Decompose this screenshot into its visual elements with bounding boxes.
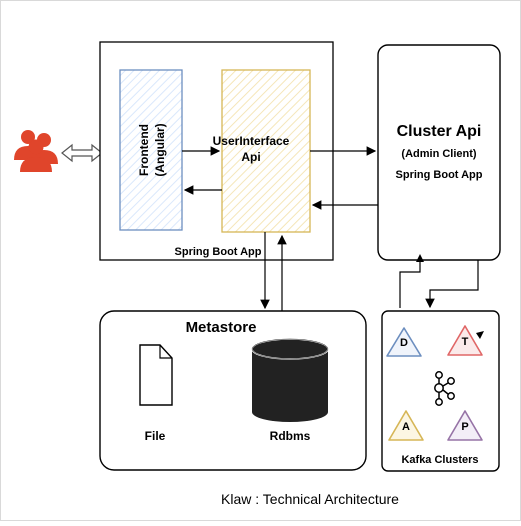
kafka-node-a: A [388,410,424,441]
cluster-arrowhead [416,254,424,262]
kafka-node-d: D [386,327,422,357]
users-icon [14,130,58,172]
spring-boot-app-label: Spring Boot App [175,246,262,258]
kafka-clusters-label: Kafka Clusters [401,454,478,466]
svg-text:P: P [461,421,468,433]
ui-api-sublabel: Api [241,150,260,164]
diagram-caption: Klaw : Technical Architecture [221,491,399,507]
cluster-api-title: Cluster Api [397,123,482,140]
cluster-api-subtitle: (Admin Client) [401,148,476,160]
metastore-title: Metastore [186,319,257,336]
kafka-logo-icon [434,371,455,406]
svg-text:T: T [462,336,469,348]
frontend-sublabel: (Angular) [153,123,167,176]
kafka-node-t: T [447,325,484,356]
kafka-to-cluster-connector [425,260,479,309]
frontend-box [119,69,183,231]
ui-api-label: UserInterface [213,134,290,148]
cluster-api-box [377,44,501,261]
cluster-api-app: Spring Boot App [396,169,483,181]
svg-text:D: D [400,337,408,349]
users-link-arrow [61,143,103,163]
file-icon [139,344,173,406]
ui-api-box [221,69,311,233]
kafka-node-p: P [447,410,483,441]
file-label: File [145,429,166,443]
frontend-label: Frontend [137,124,151,176]
cluster-to-kafka-connector [399,260,421,308]
database-icon [251,338,329,422]
db-label: Rdbms [270,429,311,443]
svg-text:A: A [402,421,410,433]
